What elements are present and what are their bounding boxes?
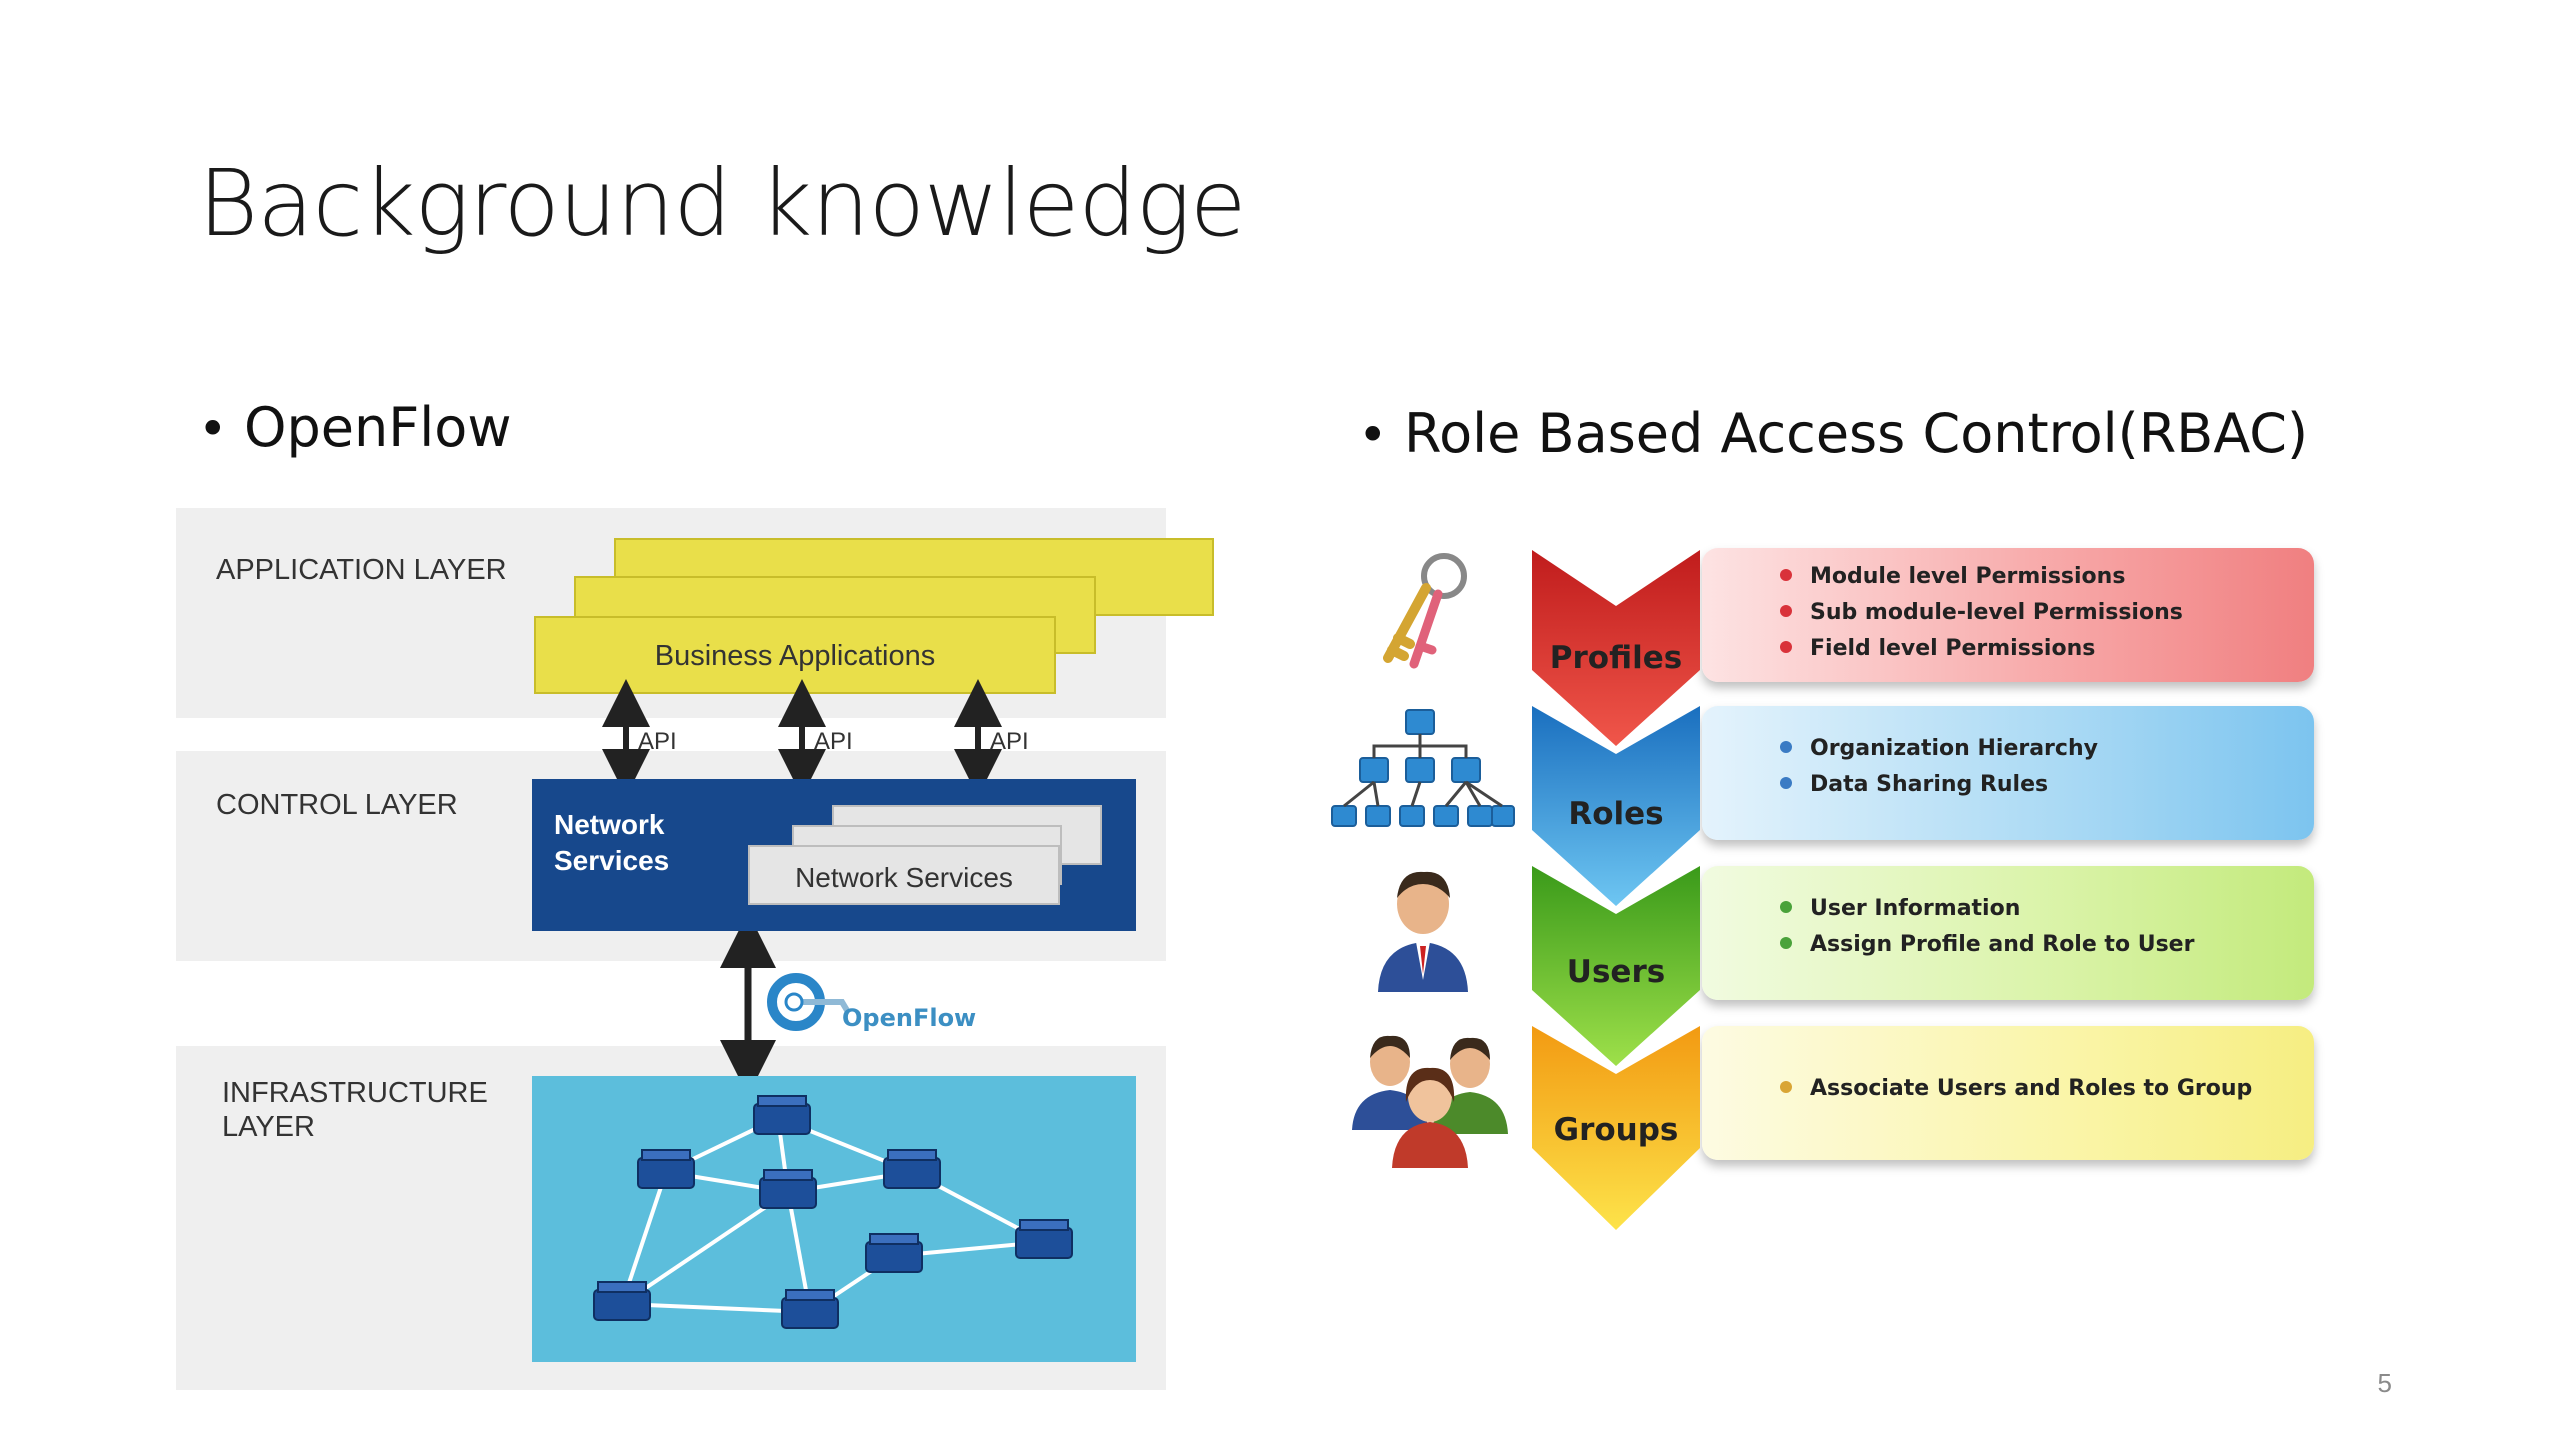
roles-item-text: Data Sharing Rules	[1810, 772, 2049, 797]
rbac-diagram: Module level Permissions Sub module-leve…	[1320, 540, 2320, 1240]
switch-icon	[1015, 1219, 1073, 1259]
users-panel: User Information Assign Profile and Role…	[1702, 866, 2314, 1000]
bullet-dot	[1780, 777, 1792, 789]
profiles-label: Profiles	[1549, 640, 1683, 676]
openflow-diagram: APPLICATION LAYER CONTROL LAYER INFRASTR…	[176, 508, 1214, 1390]
roles-panel: Organization Hierarchy Data Sharing Rule…	[1702, 706, 2314, 840]
roles-item: Data Sharing Rules	[1780, 772, 2048, 797]
api-label-3: API	[990, 728, 1029, 755]
roles-chevron	[1532, 706, 1700, 906]
openflow-logo-icon	[767, 973, 851, 1031]
switch-icon	[753, 1095, 811, 1135]
profiles-item-text: Sub module-level Permissions	[1810, 600, 2183, 625]
network-services-label: Network Services	[795, 862, 1013, 893]
groups-panel: Associate Users and Roles to Group	[1702, 1026, 2314, 1160]
bullet-openflow-text: OpenFlow	[244, 396, 512, 459]
switch-icon	[759, 1169, 817, 1209]
application-layer-label: APPLICATION LAYER	[216, 554, 507, 586]
infrastructure-network	[532, 1076, 1136, 1362]
api-label-1: API	[638, 728, 677, 755]
bullet-dot	[1780, 641, 1792, 653]
roles-item: Organization Hierarchy	[1780, 736, 2098, 761]
api-arrows	[602, 679, 1002, 1096]
group-icon	[1352, 1035, 1508, 1168]
profiles-item: Field level Permissions	[1780, 636, 2095, 661]
users-chevron	[1532, 866, 1700, 1066]
switch-icon	[781, 1289, 839, 1329]
infrastructure-layer-label: INFRASTRUCTURE LAYER	[222, 1077, 488, 1143]
network-topology	[593, 1095, 1073, 1329]
bullet-rbac: • Role Based Access Control(RBAC)	[1358, 402, 2308, 465]
bullet-dot	[1780, 569, 1792, 581]
switch-icon	[593, 1281, 651, 1321]
users-item: User Information	[1780, 896, 2020, 921]
bullet-dot: •	[198, 400, 228, 458]
bullet-dot	[1780, 901, 1792, 913]
profiles-item-text: Field level Permissions	[1810, 636, 2096, 661]
users-item: Assign Profile and Role to User	[1780, 932, 2194, 957]
bullet-openflow: • OpenFlow	[198, 396, 512, 459]
profiles-item: Module level Permissions	[1780, 564, 2125, 589]
bullet-dot	[1780, 937, 1792, 949]
users-item-text: Assign Profile and Role to User	[1810, 932, 2195, 957]
bullet-rbac-text: Role Based Access Control(RBAC)	[1404, 402, 2309, 465]
switch-icon	[883, 1149, 941, 1189]
profiles-chevron	[1532, 550, 1700, 746]
user-icon	[1378, 871, 1468, 992]
roles-item-text: Organization Hierarchy	[1810, 736, 2098, 761]
slide-title: Background knowledge	[198, 150, 1247, 257]
api-label-2: API	[814, 728, 853, 755]
keys-icon	[1383, 553, 1467, 669]
profiles-item: Sub module-level Permissions	[1780, 600, 2183, 625]
users-item-text: User Information	[1810, 896, 2021, 921]
groups-chevron	[1532, 1026, 1700, 1230]
groups-item-text: Associate Users and Roles to Group	[1810, 1076, 2253, 1101]
users-label: Users	[1566, 954, 1666, 990]
bullet-dot	[1780, 605, 1792, 617]
switch-icon	[865, 1233, 923, 1273]
roles-label: Roles	[1568, 796, 1664, 832]
network-services-controller: Network Services Network Services	[532, 779, 1136, 931]
groups-item: Associate Users and Roles to Group	[1780, 1076, 2252, 1101]
page-number: 5	[2377, 1368, 2392, 1398]
network-services-card-front: Network Services	[748, 845, 1060, 905]
control-layer-label: CONTROL LAYER	[216, 789, 458, 821]
bullet-dot	[1780, 1081, 1792, 1093]
profiles-panel: Module level Permissions Sub module-leve…	[1702, 548, 2314, 682]
openflow-logo-text: OpenFlow	[842, 1004, 977, 1032]
switch-icon	[637, 1149, 695, 1189]
bullet-dot: •	[1358, 406, 1388, 464]
groups-label: Groups	[1553, 1112, 1679, 1148]
profiles-item-text: Module level Permissions	[1810, 564, 2126, 589]
rbac-chevrons	[1532, 550, 1700, 1230]
bullet-dot	[1780, 741, 1792, 753]
hierarchy-icon	[1331, 709, 1515, 827]
business-applications-label: Business Applications	[654, 640, 936, 672]
controller-title: Network Services	[554, 809, 670, 876]
